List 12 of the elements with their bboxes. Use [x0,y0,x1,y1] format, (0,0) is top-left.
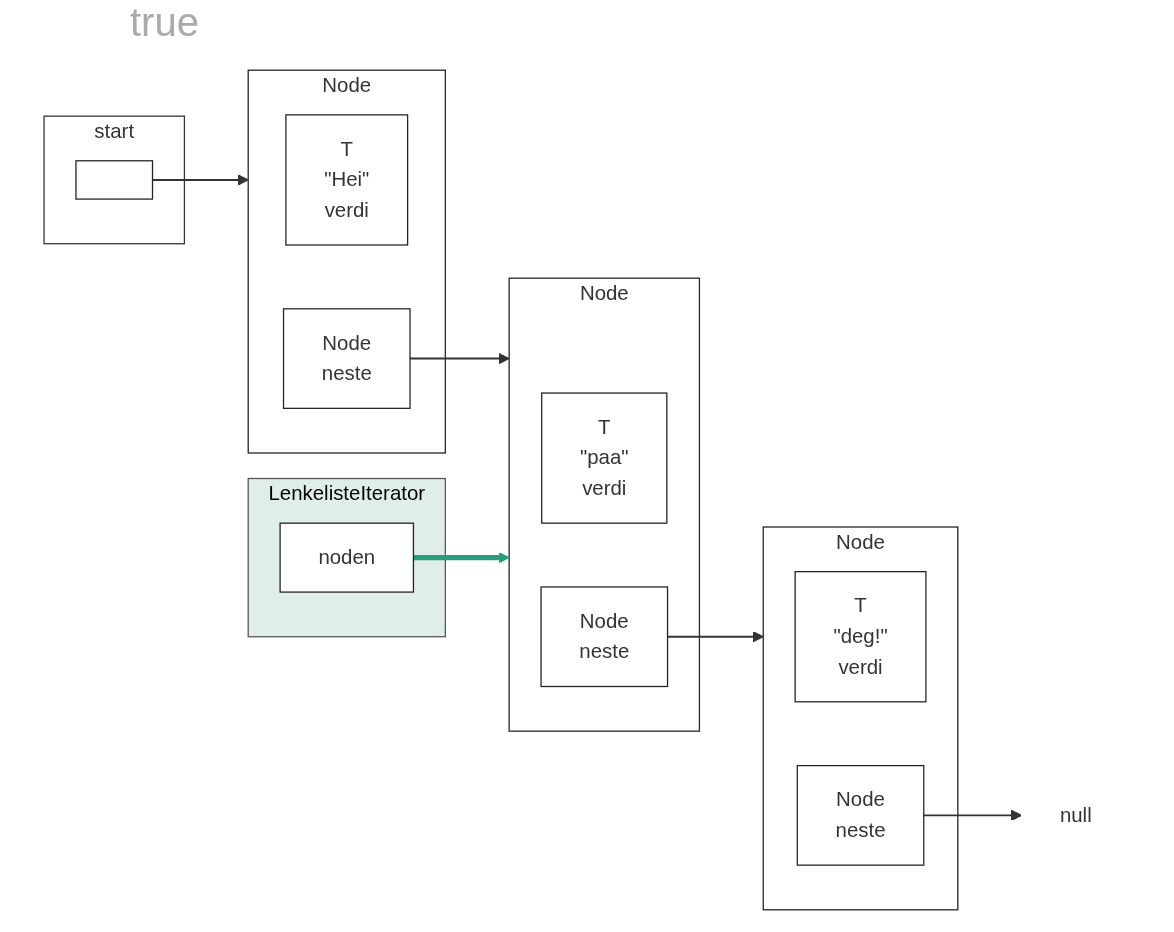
node-box: Node neste [540,586,669,688]
node-box: T "deg!" verdi [794,571,927,703]
cluster: start [43,115,186,245]
node-box: T "paa" verdi [541,392,668,524]
note-text: true [130,0,199,44]
node-box: noden [279,522,415,593]
node-box: T "Hei" verdi [285,114,409,246]
arrow [413,552,510,564]
node-box [75,160,154,200]
node-box: Node neste [796,764,925,866]
node-box: Node neste [282,308,411,409]
node-text: null [1059,803,1092,826]
